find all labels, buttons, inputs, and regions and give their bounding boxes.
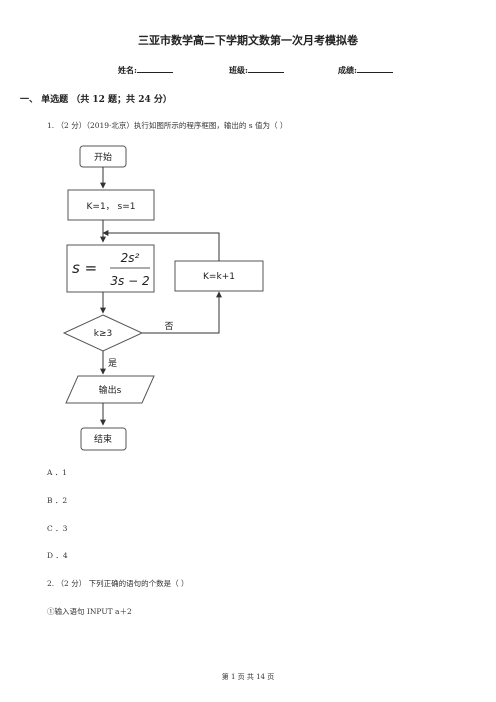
option-b: B ．2 — [47, 496, 68, 505]
question-2: 2. （2 分） 下列正确的语句的个数是（ ） — [47, 579, 189, 588]
end-node — [80, 427, 127, 451]
formula-numerator: 2s² — [121, 251, 140, 265]
yes-label: 是 — [108, 358, 117, 369]
name-field: 姓名: — [118, 64, 173, 76]
question-2-item-1: ①输入语句 INPUT a＋2 — [47, 607, 132, 616]
output-node — [65, 375, 155, 404]
name-label: 姓名: — [118, 65, 137, 75]
option-a: A ．1 — [47, 468, 68, 477]
score-blank — [356, 64, 393, 73]
init-label: K=1， s=1 — [87, 202, 136, 212]
end-label: 结束 — [94, 433, 112, 445]
option-d: D ．4 — [47, 551, 68, 560]
option-c: C ．3 — [47, 524, 68, 533]
page-footer: 第 1 页 共 14 页 — [221, 673, 275, 681]
start-label: 开始 — [94, 151, 112, 163]
formula-node — [66, 244, 155, 293]
condition-label: k≥3 — [94, 329, 112, 339]
name-blank — [136, 64, 173, 73]
flowchart: 开始 K=1， s=1 s = 2s² 3s − 2 K=k+1 k≥3 否 是… — [62, 145, 264, 451]
update-label: K=k+1 — [203, 272, 235, 282]
section-heading: 一、 单选题 （共 12 题；共 24 分） — [20, 95, 172, 105]
class-label: 班级: — [229, 65, 248, 75]
init-node — [67, 189, 155, 221]
no-label: 否 — [164, 321, 173, 332]
score-field: 成绩: — [338, 64, 393, 76]
formula-lhs: s = — [72, 259, 97, 277]
page-title: 三亚市数学高二下学期文数第一次月考模拟卷 — [138, 34, 358, 47]
score-label: 成绩: — [338, 65, 357, 75]
class-field: 班级: — [229, 64, 284, 76]
output-label: 输出s — [99, 384, 122, 396]
question-1: 1. （2 分）（2019·北京）执行如图所示的程序框图，输出的 s 值为（ ） — [47, 121, 288, 130]
class-blank — [247, 64, 284, 73]
formula-denominator: 3s − 2 — [110, 274, 149, 288]
